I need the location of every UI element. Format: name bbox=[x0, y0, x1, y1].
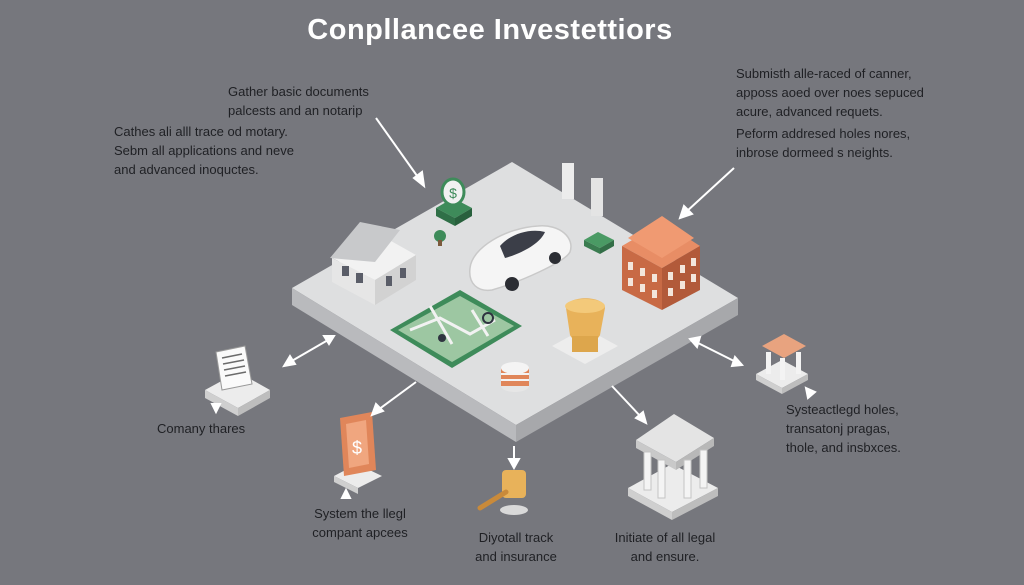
note-digital-track: Diyotall track and insurance bbox=[475, 530, 557, 564]
note-gather-documents: Gather basic documents palcests and an n… bbox=[228, 84, 369, 118]
note-perform-holes: Peform addresed holes nores, inbrose dor… bbox=[736, 126, 911, 160]
note-company-shares: Comany thares bbox=[157, 421, 246, 436]
central-platform bbox=[292, 162, 738, 442]
svg-text:$: $ bbox=[449, 185, 457, 201]
page-title: Conpllancee Investettiors bbox=[307, 14, 673, 46]
courthouse-icon bbox=[628, 414, 718, 520]
bank-building-icon bbox=[622, 216, 700, 310]
dollar-tablet-icon: $ bbox=[334, 412, 382, 494]
pillars bbox=[562, 163, 603, 216]
connector-arrows bbox=[210, 117, 817, 499]
svg-text:$: $ bbox=[352, 438, 362, 458]
map-icon bbox=[390, 290, 522, 368]
note-system-holes: Systeactlegd holes, transatonj pragas, t… bbox=[786, 402, 901, 455]
documents-icon bbox=[205, 345, 270, 416]
note-catches-trace: Cathes ali alll trace od motary. Sebm al… bbox=[114, 124, 294, 177]
gold-trophy-icon bbox=[552, 298, 618, 364]
small-temple-icon bbox=[756, 334, 808, 394]
money-block-icon bbox=[584, 232, 614, 254]
gavel-icon bbox=[477, 470, 528, 515]
note-initiate-legal: Initiate of all legal and ensure. bbox=[614, 530, 716, 564]
coin-stack-icon bbox=[501, 362, 529, 392]
dollar-coin-icon: $ bbox=[436, 177, 472, 226]
note-system-legal: System the llegl compant apcees bbox=[312, 506, 408, 540]
car-icon bbox=[469, 225, 572, 292]
note-submit-requests: Submisth alle-raced of canner, apposs ao… bbox=[736, 66, 924, 119]
house-icon bbox=[330, 222, 416, 305]
tree-icon bbox=[434, 230, 446, 246]
